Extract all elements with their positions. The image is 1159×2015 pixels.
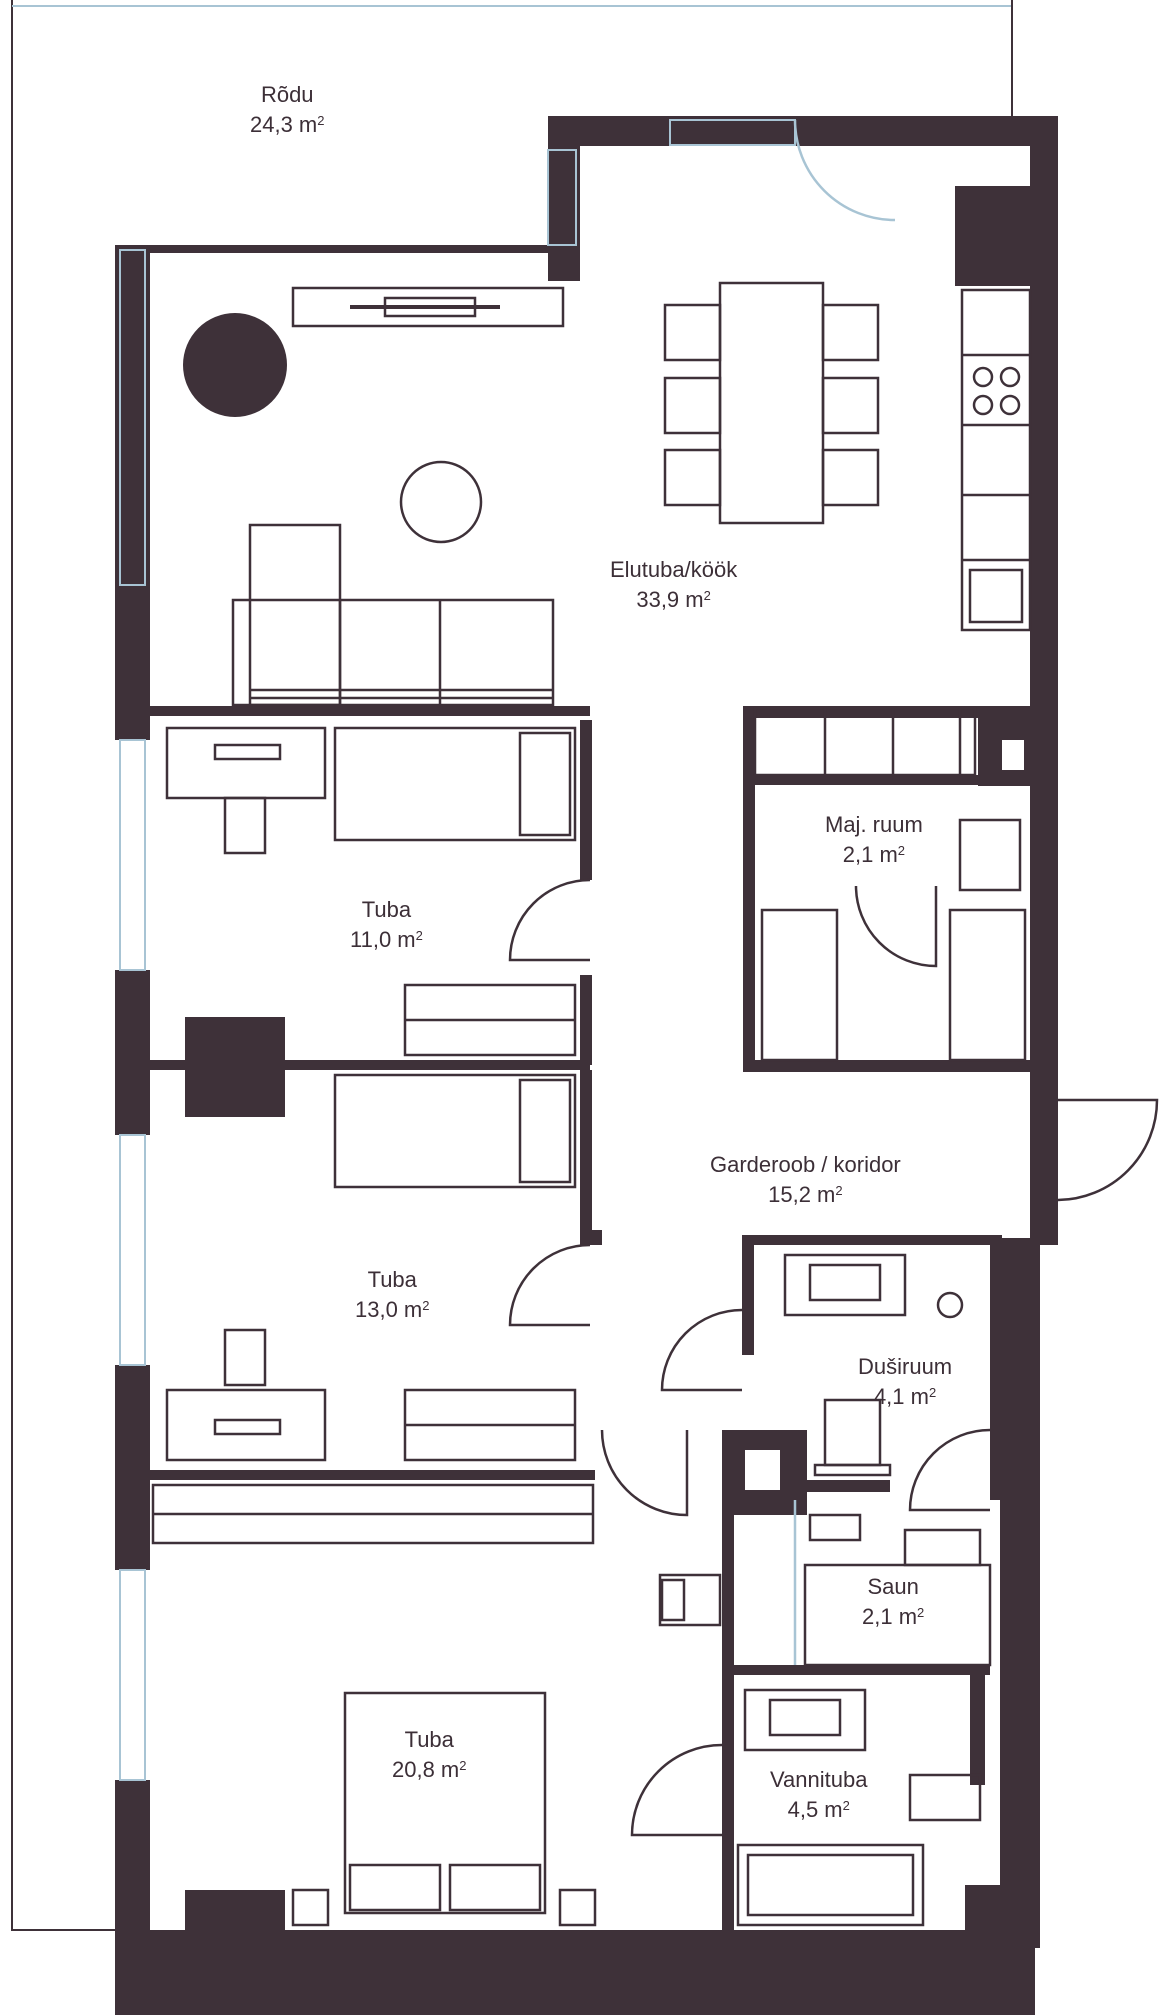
room-label-rodu: Rõdu 24,3 m2 (250, 82, 325, 137)
room-label-vannituba: Vannituba 4,5 m2 (770, 1767, 868, 1822)
room-label-saun: Saun 2,1 m2 (862, 1574, 925, 1629)
balcony-outline (11, 0, 1013, 1931)
bedroom2-furniture (165, 1073, 577, 1462)
tv-stand (291, 286, 565, 328)
bedroom3-furniture (151, 1483, 597, 1927)
doors (508, 119, 1159, 1837)
bathroom-fixtures (736, 1688, 982, 1927)
dining-table (663, 281, 880, 525)
hall-wardrobes (760, 818, 1027, 1062)
room-label-elutuba: Elutuba/köök 33,9 m2 (610, 557, 738, 612)
round-plant (183, 313, 287, 417)
sauna-fixtures (658, 1500, 992, 1667)
shower-room-fixtures (783, 1253, 964, 1477)
walls (115, 116, 1058, 2015)
windows (119, 119, 796, 1781)
bedroom1-furniture (165, 726, 577, 1057)
room-label-majruum: Maj. ruum 2,1 m2 (825, 812, 923, 867)
kitchen-counter (753, 288, 1032, 777)
chairs (663, 303, 880, 507)
room-label-tuba-3: Tuba 20,8 m2 (392, 1727, 467, 1782)
room-label-tuba-2: Tuba 13,0 m2 (355, 1267, 430, 1322)
room-label-garderoob: Garderoob / koridor 15,2 m2 (710, 1152, 901, 1207)
room-label-dusiruum: Duširuum 4,1 m2 (858, 1354, 953, 1409)
sofa (231, 523, 555, 707)
coffee-table (399, 460, 483, 544)
room-label-tuba-1: Tuba 11,0 m2 (350, 897, 423, 952)
